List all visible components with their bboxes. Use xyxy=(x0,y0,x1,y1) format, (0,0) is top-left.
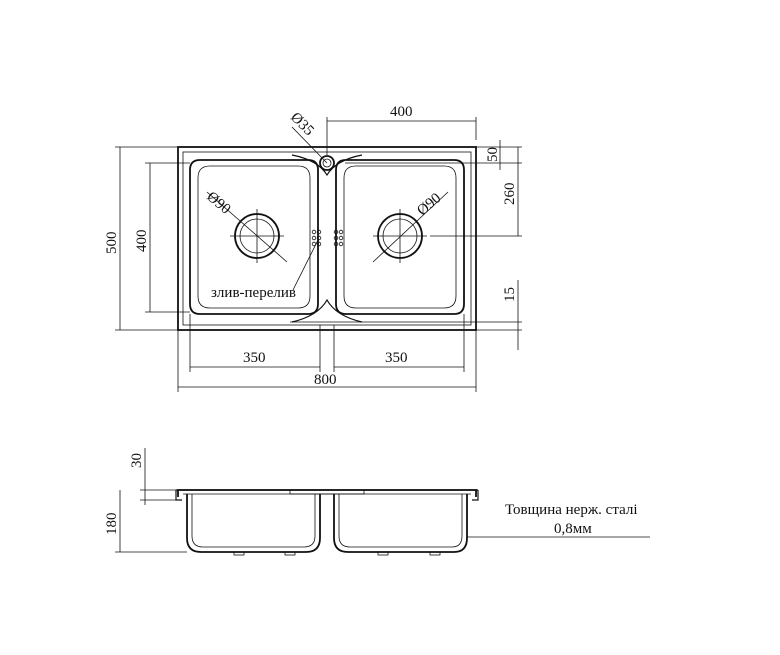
right-bowl-inner xyxy=(343,165,457,309)
sink-side-view xyxy=(175,489,479,556)
dim-rim-offset: 50 xyxy=(485,147,501,162)
right-bowl-profile xyxy=(333,494,468,553)
dim-bowl-width-top: 400 xyxy=(390,104,413,120)
dim-bowl-left-width: 350 xyxy=(243,350,266,366)
right-bowl-outline xyxy=(335,159,465,315)
dim-depth: 180 xyxy=(104,513,120,536)
overflow-label: злив-перелив xyxy=(211,285,296,301)
left-bowl-inner xyxy=(197,165,311,309)
dim-drain-right: Ø90 xyxy=(414,190,444,219)
dim-bowl-height: 400 xyxy=(134,230,150,253)
dim-drain-offset: 260 xyxy=(502,183,518,206)
dim-overall-height: 500 xyxy=(104,232,120,255)
thickness-note-line1: Товщина нерж. сталі xyxy=(505,502,638,518)
overflow-hole xyxy=(319,155,335,171)
left-bowl-profile xyxy=(186,494,321,553)
dim-rim-height: 30 xyxy=(129,453,145,468)
dim-overall-width: 800 xyxy=(314,372,337,388)
overflow-slots xyxy=(311,229,344,247)
overflow-hole-inner xyxy=(322,158,332,168)
dim-bowl-right-width: 350 xyxy=(385,350,408,366)
thickness-note-line2: 0,8мм xyxy=(554,521,592,537)
dim-bowl-spacing: 15 xyxy=(502,287,518,302)
sink-top-view xyxy=(177,146,477,331)
dim-overflow-diameter: Ø35 xyxy=(287,110,317,140)
divider-top-curve xyxy=(291,154,363,177)
divider-bottom-curve xyxy=(291,298,363,323)
